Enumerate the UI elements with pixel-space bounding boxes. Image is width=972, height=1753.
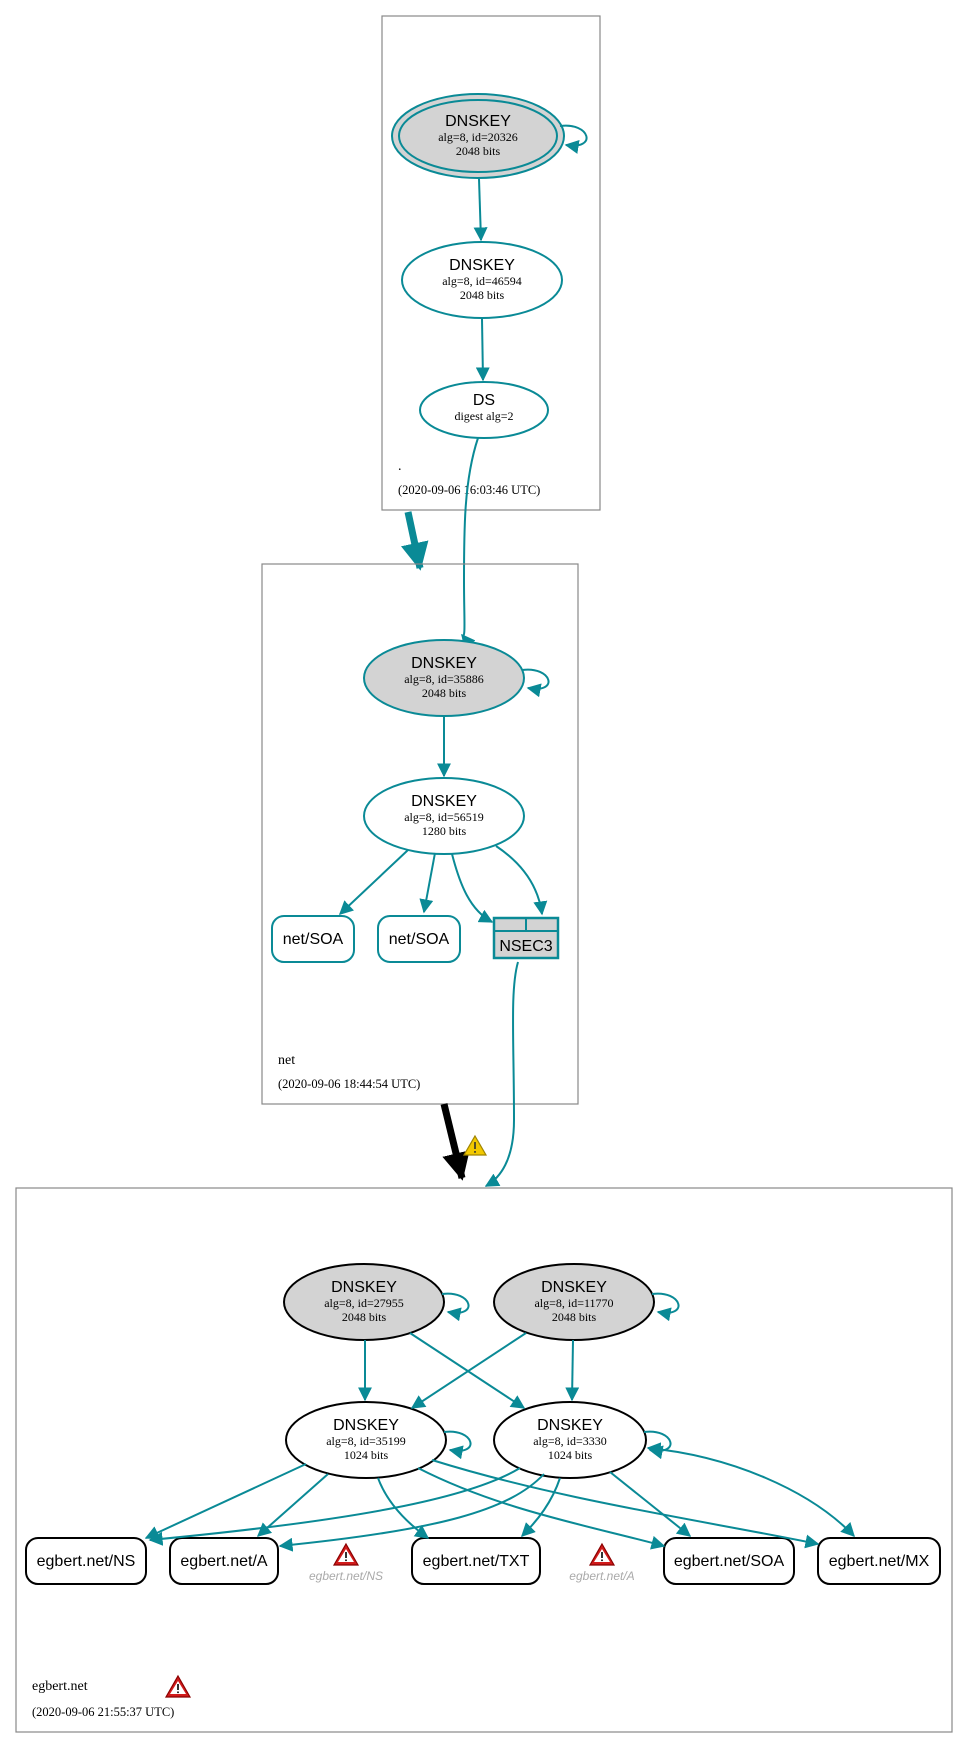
zsk2-to-txt-edge — [521, 1477, 561, 1537]
net-nsec3-node[interactable]: NSEC3 — [492, 916, 560, 960]
egbert-zsk1-title: DNSKEY — [333, 1417, 399, 1434]
ds-to-net-ksk-edge — [461, 437, 479, 650]
egbert-zsk1-self-edge — [443, 1430, 472, 1460]
net-zsk-to-nsec3-edge-b — [495, 845, 548, 916]
root-ksk-node[interactable]: DNSKEY alg=8, id=20326 2048 bits — [391, 93, 565, 179]
egbert-zsk2-line2: 1024 bits — [548, 1448, 593, 1462]
zone-egbert-timestamp: (2020-09-06 21:55:37 UTC) — [32, 1705, 174, 1719]
zone-net-name: net — [278, 1053, 295, 1068]
egbert-ns-node[interactable]: egbert.net/NS — [25, 1537, 147, 1585]
zsk2-to-soa-edge — [609, 1471, 692, 1537]
negative-ns-label: egbert.net/NS — [309, 1569, 383, 1583]
zsk1-to-soa-edge — [417, 1467, 666, 1550]
egbert-mx-node[interactable]: egbert.net/MX — [817, 1537, 941, 1585]
root-ds-title: DS — [473, 392, 495, 409]
net-nsec3-label: NSEC3 — [499, 938, 552, 955]
net-zsk-title: DNSKEY — [411, 793, 477, 810]
egbert-txt-label: egbert.net/TXT — [423, 1553, 530, 1570]
egbert-ksk1-title: DNSKEY — [331, 1279, 397, 1296]
root-ds-node[interactable]: DS digest alg=2 — [419, 381, 549, 439]
zone-root: . (2020-09-06 16:03:46 UTC) DNSKEY alg=8… — [381, 15, 601, 511]
net-to-egbert-delegation — [440, 1103, 470, 1181]
net-zsk-to-soa1-edge — [338, 849, 409, 915]
egbert-ksk2-node[interactable]: DNSKEY alg=8, id=11770 2048 bits — [493, 1263, 655, 1341]
egbert-zsk1-node[interactable]: DNSKEY alg=8, id=35199 1024 bits — [285, 1401, 447, 1479]
egbert-zsk2-line1: alg=8, id=3330 — [533, 1434, 607, 1448]
egbert-zsk1-line2: 1024 bits — [344, 1448, 389, 1462]
ksk2-to-zsk2-edge — [565, 1339, 580, 1402]
root-zsk-title: DNSKEY — [449, 257, 515, 274]
egbert-ksk1-self-edge — [441, 1292, 470, 1322]
zone-net-timestamp: (2020-09-06 18:44:54 UTC) — [278, 1077, 420, 1091]
net-zsk-line2: 1280 bits — [422, 824, 467, 838]
egbert-ksk1-node[interactable]: DNSKEY alg=8, id=27955 2048 bits — [283, 1263, 445, 1341]
root-zsk-to-ds-edge — [475, 318, 490, 382]
zone-egbert-box — [15, 1187, 953, 1733]
net-soa-label-2: net/SOA — [389, 931, 450, 948]
net-ksk-node[interactable]: DNSKEY alg=8, id=35886 2048 bits — [363, 639, 525, 717]
egbert-ksk2-title: DNSKEY — [541, 1279, 607, 1296]
root-ksk-self-edge — [559, 124, 588, 154]
zone-egbert: egbert.net (2020-09-06 21:55:37 UTC) DNS… — [15, 1187, 953, 1733]
zone-root-name: . — [398, 459, 402, 474]
net-zsk-line1: alg=8, id=56519 — [404, 810, 484, 824]
negative-a-node[interactable]: egbert.net/A — [569, 1542, 635, 1583]
egbert-ksk1-line2: 2048 bits — [342, 1310, 387, 1324]
mx-to-zsk2-edge — [646, 1442, 855, 1538]
net-zsk-to-soa2-edge — [419, 852, 436, 914]
egbert-ksk1-line1: alg=8, id=27955 — [324, 1296, 404, 1310]
net-ksk-self-edge — [521, 668, 550, 698]
negative-ns-node[interactable]: egbert.net/NS — [309, 1542, 383, 1583]
zone-net-box — [261, 563, 579, 1105]
ksk1-to-zsk2-edge — [409, 1332, 526, 1409]
egbert-zsk2-title: DNSKEY — [537, 1417, 603, 1434]
egbert-ksk2-self-edge — [651, 1292, 680, 1322]
zsk2-to-ns-edge — [148, 1467, 521, 1546]
root-to-net-delegation — [401, 511, 429, 571]
zone-net: net (2020-09-06 18:44:54 UTC) DNSKEY alg… — [261, 563, 579, 1105]
root-zsk-line2: 2048 bits — [460, 288, 505, 302]
egbert-soa-node[interactable]: egbert.net/SOA — [663, 1537, 795, 1585]
zsk1-to-a-edge — [256, 1473, 329, 1537]
egbert-zsk2-self-edge — [643, 1430, 672, 1460]
egbert-soa-label: egbert.net/SOA — [674, 1553, 785, 1570]
nsec3-to-egbert-edge — [484, 961, 519, 1187]
zone-root-box — [381, 15, 601, 511]
net-soa-node-1[interactable]: net/SOA — [271, 915, 355, 963]
root-zsk-node[interactable]: DNSKEY alg=8, id=46594 2048 bits — [401, 241, 563, 319]
egbert-mx-label: egbert.net/MX — [829, 1553, 930, 1570]
zsk1-to-ns-edge — [144, 1463, 307, 1540]
root-ksk-to-zsk-edge — [473, 178, 488, 242]
negative-a-label: egbert.net/A — [569, 1569, 634, 1583]
net-soa-label-1: net/SOA — [283, 931, 344, 948]
net-ksk-line2: 2048 bits — [422, 686, 467, 700]
net-zsk-to-nsec3-edge-a — [451, 853, 494, 923]
egbert-txt-node[interactable]: egbert.net/TXT — [411, 1537, 541, 1585]
root-ksk-line2: 2048 bits — [456, 144, 501, 158]
zone-root-timestamp: (2020-09-06 16:03:46 UTC) — [398, 483, 540, 497]
net-soa-node-2[interactable]: net/SOA — [377, 915, 461, 963]
net-ksk-title: DNSKEY — [411, 655, 477, 672]
zone-error-icon[interactable] — [164, 1674, 192, 1698]
net-ksk-line1: alg=8, id=35886 — [404, 672, 484, 686]
egbert-ns-label: egbert.net/NS — [37, 1553, 136, 1570]
root-zsk-line1: alg=8, id=46594 — [442, 274, 522, 288]
root-ksk-line1: alg=8, id=20326 — [438, 130, 518, 144]
zsk1-to-mx-edge — [431, 1459, 820, 1549]
delegation-warning-icon[interactable] — [462, 1134, 488, 1156]
net-zsk-node[interactable]: DNSKEY alg=8, id=56519 1280 bits — [363, 777, 525, 855]
root-ksk-title: DNSKEY — [445, 113, 511, 130]
egbert-ksk2-line2: 2048 bits — [552, 1310, 597, 1324]
egbert-a-label: egbert.net/A — [180, 1553, 268, 1570]
egbert-ksk2-line1: alg=8, id=11770 — [534, 1296, 613, 1310]
root-ds-line1: digest alg=2 — [454, 409, 513, 423]
zsk2-to-a-edge — [278, 1473, 545, 1552]
egbert-zsk2-node[interactable]: DNSKEY alg=8, id=3330 1024 bits — [493, 1401, 647, 1479]
zsk1-to-txt-edge — [377, 1477, 430, 1539]
zone-egbert-name: egbert.net — [32, 1679, 88, 1694]
ksk2-to-zsk1-edge — [410, 1332, 527, 1409]
egbert-a-node[interactable]: egbert.net/A — [169, 1537, 279, 1585]
egbert-zsk1-line1: alg=8, id=35199 — [326, 1434, 406, 1448]
